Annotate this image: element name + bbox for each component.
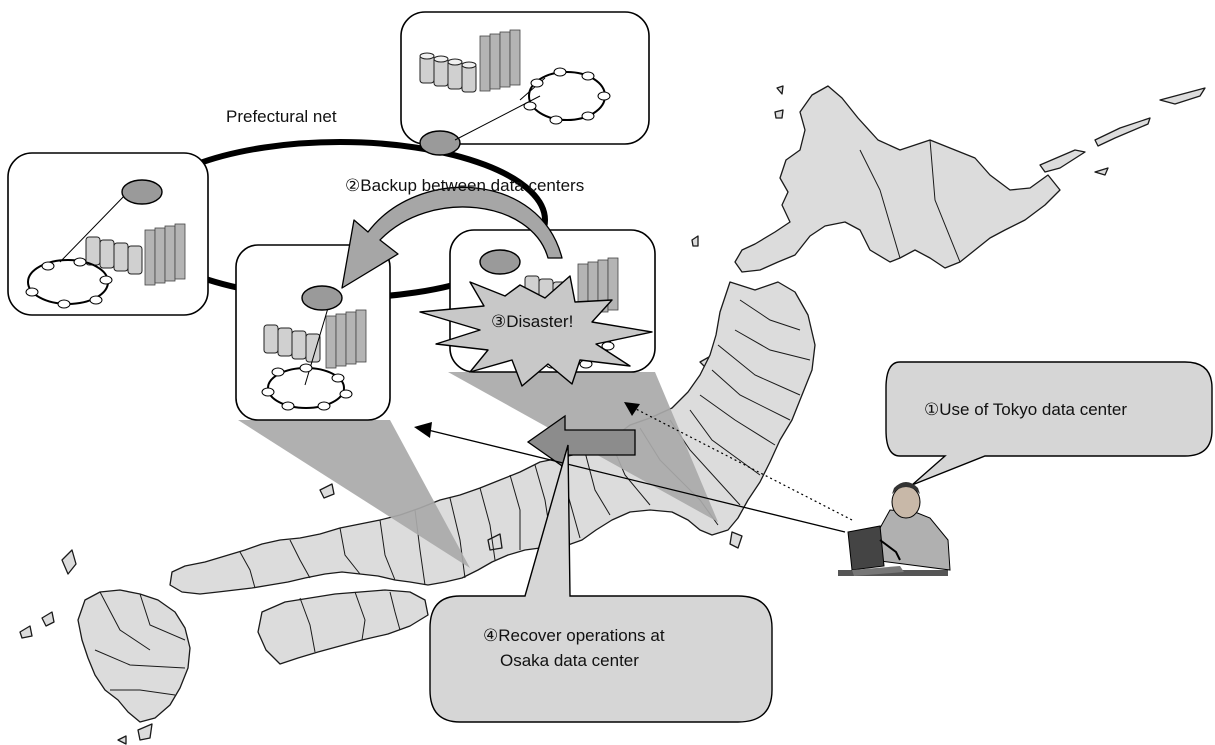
server-rack-icon <box>325 309 367 369</box>
backup-label: ②Backup between data centers <box>345 176 585 195</box>
yakushima-island <box>117 735 127 745</box>
storage-drums-icon <box>85 236 143 275</box>
solid-arrowhead-icon <box>414 422 432 438</box>
failover-arrow-icon <box>526 414 636 470</box>
izu-island <box>729 531 743 549</box>
kyushu-island <box>77 589 191 723</box>
server-rack-icon <box>144 223 186 286</box>
tsushima-island <box>61 549 77 575</box>
goto-island-1 <box>41 611 55 627</box>
lan-ring-icon <box>25 191 129 309</box>
ring-nodes <box>121 130 521 311</box>
dotted-arrowhead-icon <box>624 402 640 416</box>
rishiri-island <box>774 109 784 119</box>
awaji-island <box>487 533 503 551</box>
shikoku-island <box>257 589 429 665</box>
recover-label-line2: Osaka data center <box>500 651 639 670</box>
storage-drums-icon <box>419 52 477 93</box>
honshu-island <box>169 281 816 595</box>
japan-map <box>19 85 1206 745</box>
data-center-top <box>400 11 650 145</box>
lan-ring-icon <box>261 307 353 411</box>
use-tokyo-label: ①Use of Tokyo data center <box>924 400 1127 419</box>
server-rack-icon <box>479 29 521 92</box>
kuril-island-4 <box>1094 167 1109 176</box>
osaka-beam <box>238 420 470 568</box>
kuril-island-2 <box>1094 117 1151 147</box>
oki-island <box>319 483 335 499</box>
node-left <box>121 179 163 205</box>
kuril-island-1 <box>1039 149 1086 173</box>
kuril-island-3 <box>1159 87 1206 105</box>
top-link <box>454 95 541 141</box>
goto-island-2 <box>19 625 33 639</box>
use-tokyo-callout <box>885 361 1213 486</box>
rebun-island <box>776 85 784 95</box>
disaster-burst-icon <box>419 275 653 387</box>
hokkaido-island <box>734 85 1061 273</box>
data-center-osaka <box>235 244 391 421</box>
okushiri-island <box>691 235 699 247</box>
tanegashima-island <box>137 723 153 741</box>
node-osaka <box>301 285 343 311</box>
user-at-laptop-icon <box>838 482 951 576</box>
lan-ring-icon <box>519 67 611 125</box>
node-tokyo <box>479 249 521 275</box>
recover-callout <box>429 444 773 723</box>
prefectural-net-label: Prefectural net <box>226 107 337 126</box>
access-lines <box>414 402 853 533</box>
node-top <box>419 130 461 156</box>
data-center-left <box>7 152 209 316</box>
storage-drums-icon <box>263 324 321 363</box>
backup-arrow-icon <box>341 186 563 289</box>
recover-label-line1: ④Recover operations at <box>483 626 665 645</box>
disaster-label: ③Disaster! <box>491 312 574 331</box>
